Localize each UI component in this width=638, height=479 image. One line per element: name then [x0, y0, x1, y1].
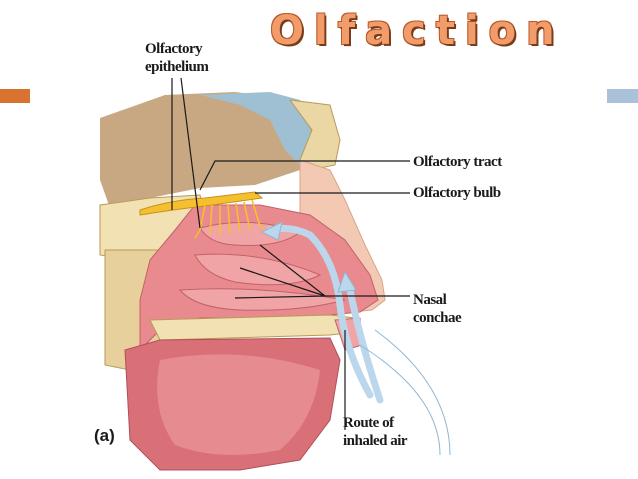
hard-palate: [149, 314, 356, 341]
air-route-arrow-outline: [359, 329, 451, 456]
page-title: Olfaction: [270, 8, 565, 54]
figure-label: (a): [94, 426, 115, 445]
olfactory-nerve-fibers: [194, 199, 267, 239]
tongue: [157, 354, 320, 455]
label-olfactory-tract: Olfactory tract: [413, 154, 502, 170]
label-route-of-inhaled-air: Route of inhaled air: [343, 415, 408, 449]
label-olfactory-bulb: Olfactory bulb: [413, 185, 501, 201]
air-arrowhead-lower: [337, 270, 357, 293]
inferior-concha: [178, 288, 346, 311]
leader-lines: [171, 77, 410, 430]
right-accent-bar: [607, 89, 638, 103]
air-arrowhead-upper: [260, 221, 283, 241]
left-accent-bar: [0, 89, 30, 103]
meninges-blue: [200, 92, 312, 165]
middle-concha: [194, 253, 322, 286]
air-route-arrows: [266, 224, 384, 404]
olfactory-bulb-shape: [139, 191, 264, 216]
label-olfactory-epithelium: Olfactory epithelium: [145, 41, 209, 75]
label-nasal-conchae: Nasal conchae: [413, 292, 462, 326]
brain-region: [100, 92, 312, 208]
